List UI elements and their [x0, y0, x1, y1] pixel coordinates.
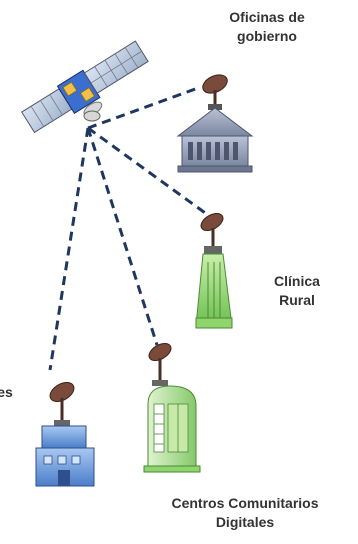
satellite-icon: [21, 40, 149, 134]
label-oficinas-de-gobierno: Oficinas de gobierno: [210, 8, 324, 46]
link-clinic: [87, 126, 209, 217]
label-line: es: [0, 384, 13, 400]
link-government: [87, 86, 199, 130]
label-clinica-rural: Clínica Rural: [266, 272, 328, 310]
community-center-icon: [143, 342, 201, 473]
links: [48, 86, 209, 371]
label-line: Digitales: [215, 514, 275, 530]
clinic-tower-icon: [195, 212, 233, 329]
label-line: Clínica: [274, 273, 320, 289]
label-line: Centros Comunitarios: [171, 495, 319, 511]
label-escuelas-partial: es: [0, 383, 24, 402]
label-line: Oficinas de: [229, 9, 305, 25]
link-schools: [48, 127, 90, 371]
label-centros-comunitarios-digitales: Centros Comunitarios Digitales: [138, 494, 352, 532]
label-line: gobierno: [237, 28, 297, 44]
link-ccd: [86, 127, 159, 346]
school-building-icon: [35, 382, 95, 487]
government-building-icon: [176, 74, 254, 173]
label-line: Rural: [279, 292, 315, 308]
